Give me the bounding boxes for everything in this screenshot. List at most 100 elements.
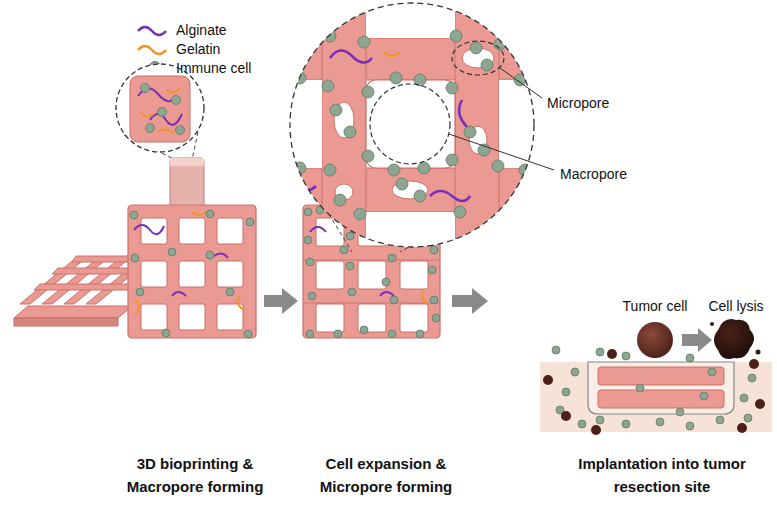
- tumor-cell: [607, 349, 617, 359]
- art-shape: [370, 84, 450, 164]
- immune-cell: [716, 416, 724, 424]
- immune-cell: [656, 418, 664, 426]
- macropore: [141, 261, 167, 287]
- art-shape: [134, 225, 164, 234]
- art-shape: [130, 210, 254, 338]
- step-caption: Implantation into tumor resection site: [549, 452, 775, 498]
- legend-text: Gelatin: [176, 41, 220, 57]
- art-shape: [499, 212, 549, 252]
- art-shape: [128, 205, 256, 338]
- immune-cell: [130, 211, 138, 219]
- immune-cell: [206, 251, 214, 259]
- immune-cell: [388, 254, 396, 262]
- immune-cell: [470, 42, 482, 54]
- immune-cell: [622, 352, 630, 360]
- tumor-cell: [561, 411, 571, 421]
- tumor-cell: [749, 359, 759, 369]
- immune-cell: [172, 96, 181, 105]
- immune-cell: [244, 330, 252, 338]
- scaffold-zoom: [285, 0, 554, 252]
- immune-cell: [362, 150, 374, 162]
- printed-scaffold: [128, 205, 256, 338]
- art-shape: [334, 48, 494, 200]
- art-shape: [540, 362, 772, 432]
- macropore: [217, 261, 243, 287]
- art-shape: [543, 346, 765, 435]
- immune-cell: [362, 86, 374, 98]
- immune-cell: [324, 164, 336, 176]
- art-shape: [459, 100, 468, 128]
- tumor-cell: [737, 423, 747, 433]
- immune-cell: [686, 422, 694, 430]
- art-shape: [756, 350, 761, 355]
- art-shape: [170, 158, 204, 208]
- immune-cell: [622, 420, 630, 428]
- immune-cell: [346, 262, 354, 270]
- immune-cell: [162, 329, 170, 337]
- immune-cell: [454, 206, 466, 218]
- immune-cell: [744, 414, 752, 422]
- immune-cell: [226, 288, 234, 296]
- art-shape: [637, 322, 673, 358]
- immune-cell: [306, 330, 314, 338]
- immune-cell: [390, 296, 398, 304]
- art-shape: [366, 80, 455, 168]
- art-shape: [290, 3, 534, 247]
- immune-cell: [450, 30, 462, 42]
- immune-cell: [304, 208, 312, 216]
- immune-cell: [322, 80, 334, 92]
- art-shape: [303, 260, 440, 261]
- art-shape: [682, 328, 712, 352]
- art-shape: [598, 367, 724, 385]
- art-shape: [214, 253, 228, 258]
- immune-cell: [348, 288, 356, 296]
- art-shape: [238, 296, 244, 310]
- immune-cell: [136, 288, 144, 296]
- macropore: [179, 218, 205, 244]
- art-shape: [322, 0, 366, 250]
- macropore: [400, 261, 428, 289]
- art-shape: [452, 41, 504, 75]
- immune-cell: [344, 126, 356, 138]
- art-shape: [303, 303, 440, 304]
- art-shape: [141, 84, 185, 135]
- art-shape: [366, 0, 455, 38]
- immune-cell: [141, 84, 150, 93]
- gelatin-sample: [138, 46, 166, 54]
- immune-cell: [418, 162, 430, 174]
- art-shape: [130, 76, 190, 142]
- art-shape: [449, 134, 554, 170]
- art-shape: [140, 112, 154, 117]
- immune-cell: [246, 218, 254, 226]
- macropore: [217, 304, 243, 330]
- immune-cell: [176, 126, 185, 135]
- immune-cell: [346, 232, 354, 240]
- immune-cell: [340, 246, 348, 254]
- immune-cell: [676, 408, 684, 416]
- art-shape: [714, 319, 754, 359]
- art-shape: [285, 0, 322, 38]
- art-shape: [380, 292, 394, 296]
- alginate-sample: [138, 27, 166, 35]
- immune-cell: [308, 292, 316, 300]
- art-shape: [170, 158, 204, 166]
- immune-cell: [334, 330, 342, 338]
- immune-cell: [388, 164, 400, 176]
- immune-cell: [562, 388, 570, 396]
- tumor-cells: [637, 319, 761, 359]
- immune-cell: [206, 210, 214, 218]
- immune-cell: [446, 154, 458, 166]
- immune-cell: [131, 254, 139, 262]
- immune-cell: [416, 330, 424, 338]
- art-shape: [430, 191, 470, 201]
- macropore: [141, 218, 167, 244]
- immune-cell: [596, 416, 604, 424]
- immune-cell: [686, 354, 694, 362]
- resection-site: [540, 346, 772, 435]
- art-shape: [14, 306, 132, 318]
- immune-cell: [382, 278, 390, 286]
- art-shape: [14, 318, 118, 326]
- immune-cell: [578, 420, 586, 428]
- art-shape: [499, 0, 549, 38]
